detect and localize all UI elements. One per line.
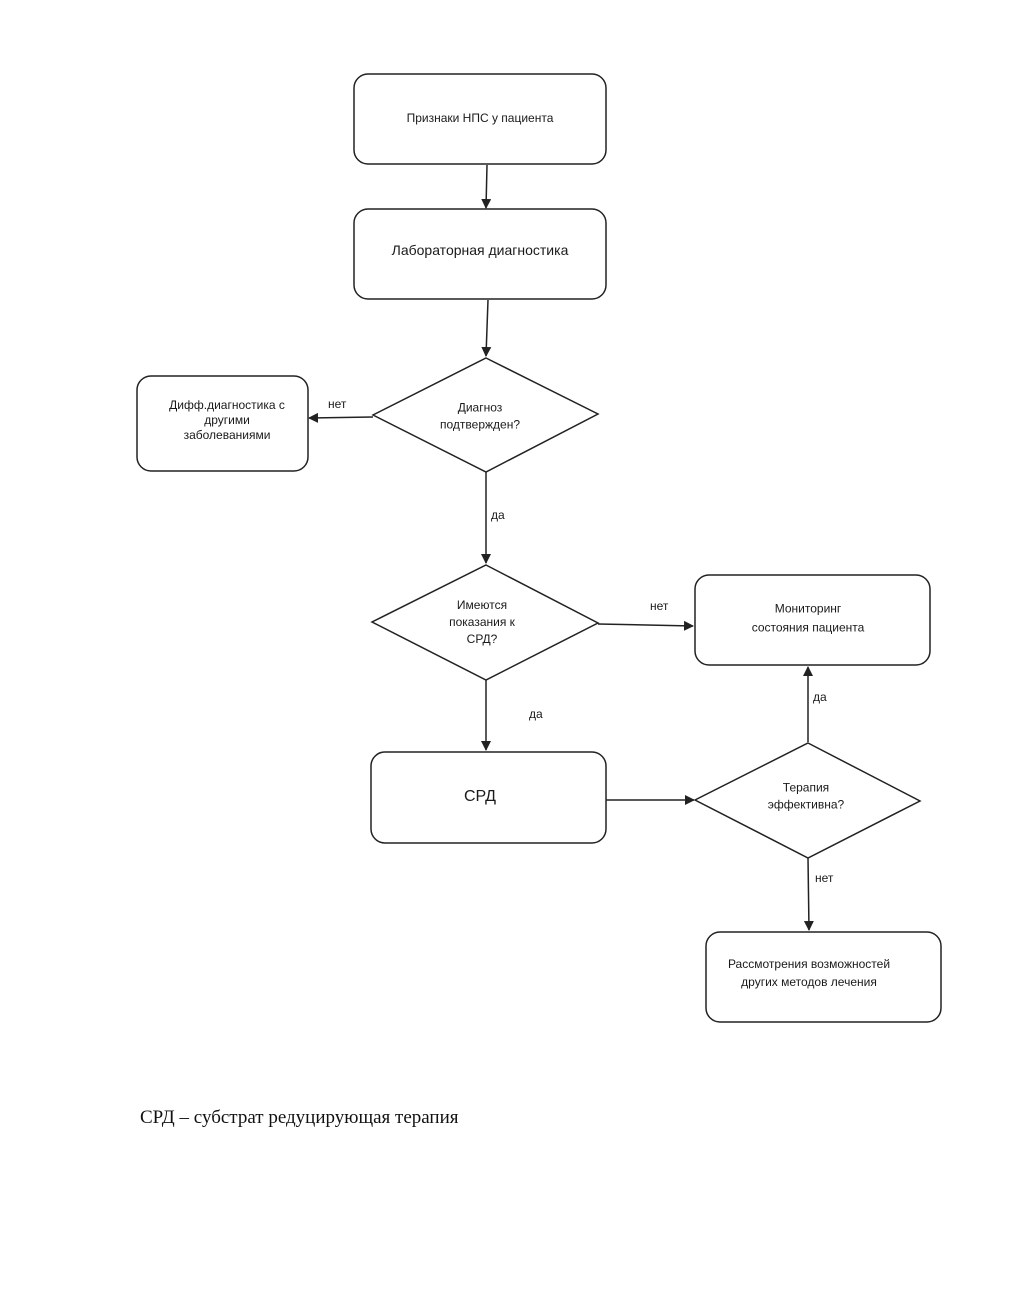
node-text-line: Рассмотрения возможностей — [728, 957, 890, 971]
node-text-line: подтверждeн? — [440, 418, 520, 432]
node-text-line: другими — [204, 413, 250, 427]
node-lab-text: Лабораторная диагностика — [392, 242, 569, 258]
footnote: СРД – субстрат редуцирующая терапия — [140, 1107, 459, 1128]
node-diff-box — [136, 375, 309, 472]
edge-label-no-diff: нет — [328, 397, 347, 411]
node-therapy-diamond — [693, 742, 922, 859]
node-text-line: эффективна? — [768, 798, 845, 812]
node-text-line: состояния пациента — [752, 621, 865, 635]
node-lab-box — [353, 208, 607, 300]
node-text-line: Терапия — [783, 781, 829, 795]
node-text-line: заболеваниями — [184, 428, 271, 442]
node-monitoring-box — [694, 574, 931, 666]
node-text-line: Диагноз — [458, 401, 503, 415]
edge-lab-to-diagnosis — [481, 299, 492, 357]
node-srt-text: СРД — [464, 788, 496, 805]
edge-indications-to-monitoring — [597, 620, 694, 631]
node-therapy-text: Терапия эффективна? — [768, 781, 845, 812]
node-diagnosis-diamond — [371, 357, 600, 473]
node-srt-box — [370, 751, 607, 844]
edge-therapy-to-other — [803, 857, 814, 931]
node-indications-diamond — [370, 564, 600, 681]
node-indications-text: Имеются показания к СРД? — [449, 598, 516, 646]
node-signs-text: Признаки НПС у пациента — [407, 111, 554, 125]
node-text-line: СРД? — [467, 632, 498, 646]
edge-label-yes-monitoring: да — [813, 690, 827, 704]
node-text-line: Имеются — [457, 598, 507, 612]
node-diagnosis-text: Диагноз подтверждeн? — [440, 401, 520, 432]
edge-label-no-monitoring: нет — [650, 599, 669, 613]
node-text-line: Мониторинг — [775, 602, 842, 616]
node-text-line: других методов лечения — [741, 975, 877, 989]
node-signs-box — [353, 73, 607, 165]
node-text-line: Дифф.диагностика с — [169, 398, 285, 412]
edge-signs-to-lab — [481, 164, 492, 209]
node-monitoring-text: Мониторинг состояния пациента — [752, 602, 865, 635]
edge-label-yes-srt: да — [529, 707, 543, 721]
node-text-line: Признаки НПС у пациента — [407, 111, 554, 125]
node-other-box — [705, 931, 942, 1023]
node-text-line: Лабораторная диагностика — [392, 242, 569, 258]
edge-diagnosis-to-diff — [308, 412, 374, 423]
node-text-line: показания к — [449, 615, 516, 629]
node-other-text: Рассмотрения возможностей других методов … — [728, 957, 890, 989]
edge-label-no-other: нет — [815, 871, 834, 885]
edge-label-yes-indications: да — [491, 508, 505, 522]
node-text-line: СРД — [464, 788, 496, 805]
